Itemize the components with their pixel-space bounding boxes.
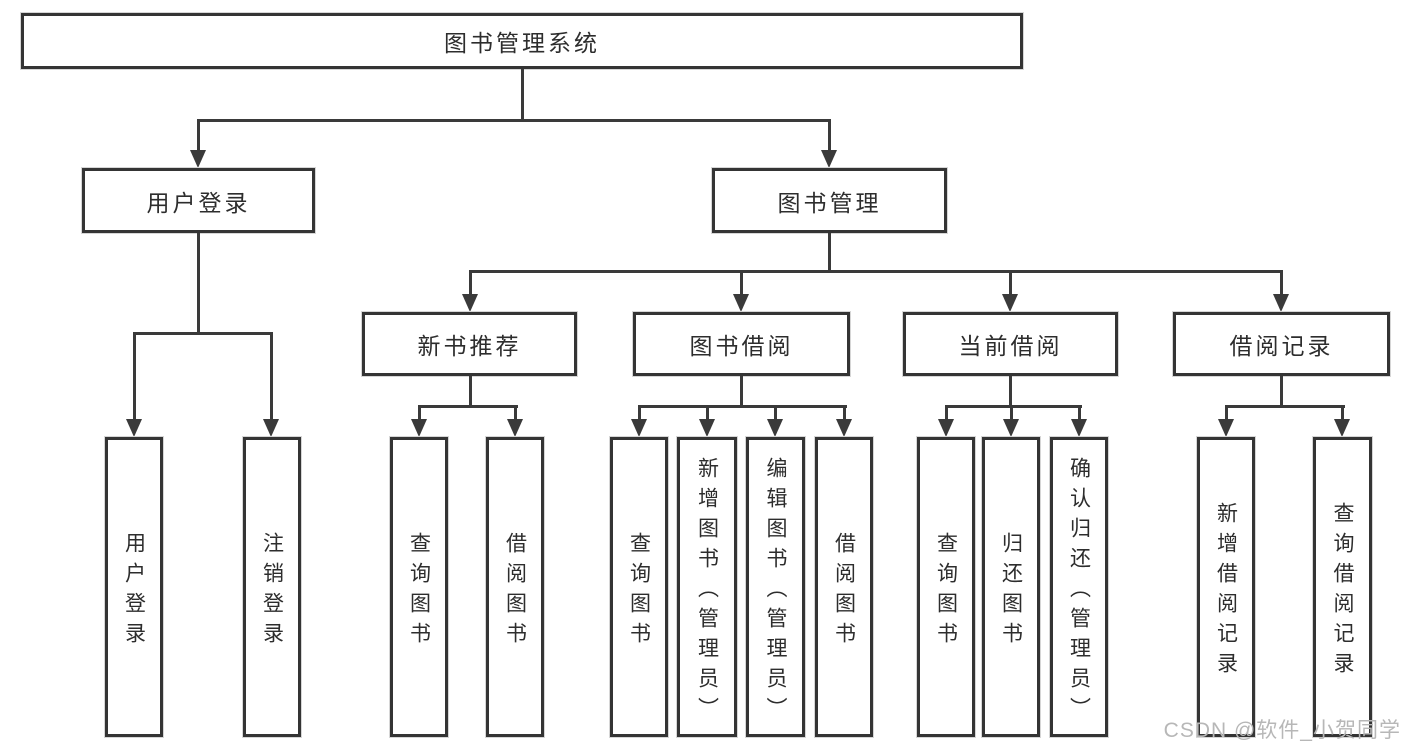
leaf-user-login: 用户登录 — [105, 437, 163, 737]
node-label: 用户登录 — [146, 189, 251, 216]
leaf-add-borrow-record: 新增借阅记录 — [1197, 437, 1255, 737]
arrow-down-icon — [1334, 419, 1350, 437]
node-label: 当前借阅 — [958, 333, 1063, 359]
connector-stub-leaf — [706, 405, 709, 421]
arrow-down-icon — [190, 150, 206, 168]
connector-stub-login-leaf — [133, 332, 136, 420]
arrow-down-icon — [1273, 294, 1289, 312]
connector-new-book-trunk — [469, 376, 472, 407]
leaf-label: 注销登录 — [260, 531, 284, 652]
arrow-down-icon — [1071, 419, 1087, 437]
connector-root-trunk — [521, 69, 524, 121]
connector-stub-leaf — [514, 405, 517, 421]
arrow-down-icon — [462, 294, 478, 312]
node-label: 图书管理 — [777, 189, 882, 216]
leaf-query-books-current: 查询图书 — [917, 437, 975, 737]
connector-stub-borrow-record — [1280, 270, 1283, 295]
arrow-down-icon — [821, 150, 837, 168]
leaf-label: 编辑图书（管理员） — [764, 456, 787, 727]
node-borrow-record: 借阅记录 — [1173, 312, 1390, 376]
arrow-down-icon — [1003, 419, 1019, 437]
arrow-down-icon — [263, 419, 279, 437]
leaf-label: 查询图书 — [627, 531, 651, 652]
connector-stub-leaf — [1341, 405, 1344, 421]
leaf-label: 查询图书 — [407, 531, 431, 652]
node-label: 图书管理系统 — [444, 30, 600, 56]
connector-stub-book-borrow — [740, 270, 743, 295]
connector-new-book-branch — [418, 405, 518, 408]
leaf-logout: 注销登录 — [243, 437, 301, 737]
connector-book-management-branch — [469, 270, 1283, 273]
node-user-login: 用户登录 — [82, 168, 315, 233]
leaf-edit-books-admin: 编辑图书（管理员） — [746, 437, 805, 737]
leaf-label: 查询图书 — [934, 531, 958, 652]
arrow-down-icon — [733, 294, 749, 312]
node-label: 借阅记录 — [1229, 333, 1334, 359]
leaf-add-books-admin: 新增图书（管理员） — [677, 437, 737, 737]
connector-stub-leaf — [1225, 405, 1228, 421]
leaf-query-books-borrow: 查询图书 — [610, 437, 668, 737]
connector-stub-leaf — [638, 405, 641, 421]
connector-stub-leaf — [1010, 405, 1013, 421]
arrow-down-icon — [1002, 294, 1018, 312]
arrow-down-icon — [699, 419, 715, 437]
arrow-down-icon — [411, 419, 427, 437]
connector-book-borrow-branch — [638, 405, 847, 408]
connector-stub-current-borrow — [1009, 270, 1012, 295]
connector-book-management-trunk — [828, 233, 831, 273]
leaf-label: 归还图书 — [999, 531, 1023, 652]
connector-stub-logout-leaf — [270, 332, 273, 420]
node-label: 图书借阅 — [689, 333, 794, 359]
leaf-borrow-books: 借阅图书 — [815, 437, 873, 737]
connector-current-borrow-trunk — [1009, 376, 1012, 407]
leaf-label: 借阅图书 — [503, 531, 527, 652]
arrow-down-icon — [126, 419, 142, 437]
connector-user-login-branch — [133, 332, 273, 335]
leaf-return-books: 归还图书 — [982, 437, 1040, 737]
leaf-label: 用户登录 — [122, 531, 146, 652]
node-label: 新书推荐 — [417, 333, 522, 359]
connector-borrow-record-trunk — [1280, 376, 1283, 407]
connector-book-borrow-trunk — [740, 376, 743, 407]
csdn-watermark: CSDN @软件_小贺同学 — [1163, 719, 1401, 742]
leaf-confirm-return-admin: 确认归还（管理员） — [1050, 437, 1108, 737]
connector-root-branch — [197, 119, 831, 122]
connector-stub-leaf — [774, 405, 777, 421]
connector-stub-user-login — [197, 119, 200, 152]
connector-stub-leaf — [1078, 405, 1081, 421]
leaf-query-borrow-record: 查询借阅记录 — [1313, 437, 1372, 737]
node-new-book-recommend: 新书推荐 — [362, 312, 577, 376]
node-book-management: 图书管理 — [712, 168, 947, 233]
connector-borrow-record-branch — [1225, 405, 1345, 408]
connector-stub-leaf — [945, 405, 948, 421]
arrow-down-icon — [1218, 419, 1234, 437]
connector-current-borrow-branch — [945, 405, 1082, 408]
connector-user-login-trunk — [197, 233, 200, 334]
connector-stub-new-book — [469, 270, 472, 295]
arrow-down-icon — [507, 419, 523, 437]
leaf-borrow-books-recommend: 借阅图书 — [486, 437, 544, 737]
arrow-down-icon — [938, 419, 954, 437]
leaf-label: 确认归还（管理员） — [1067, 456, 1091, 727]
leaf-label: 查询借阅记录 — [1331, 501, 1354, 682]
arrow-down-icon — [631, 419, 647, 437]
connector-stub-book-management — [828, 119, 831, 152]
connector-stub-leaf — [418, 405, 421, 421]
arrow-down-icon — [836, 419, 852, 437]
node-current-borrow: 当前借阅 — [903, 312, 1118, 376]
arrow-down-icon — [767, 419, 783, 437]
connector-stub-leaf — [843, 405, 846, 421]
node-library-management-system: 图书管理系统 — [21, 13, 1023, 69]
leaf-label: 新增图书（管理员） — [695, 456, 719, 727]
leaf-query-books-recommend: 查询图书 — [390, 437, 448, 737]
node-book-borrow: 图书借阅 — [633, 312, 850, 376]
leaf-label: 新增借阅记录 — [1214, 501, 1238, 682]
leaf-label: 借阅图书 — [832, 531, 856, 652]
